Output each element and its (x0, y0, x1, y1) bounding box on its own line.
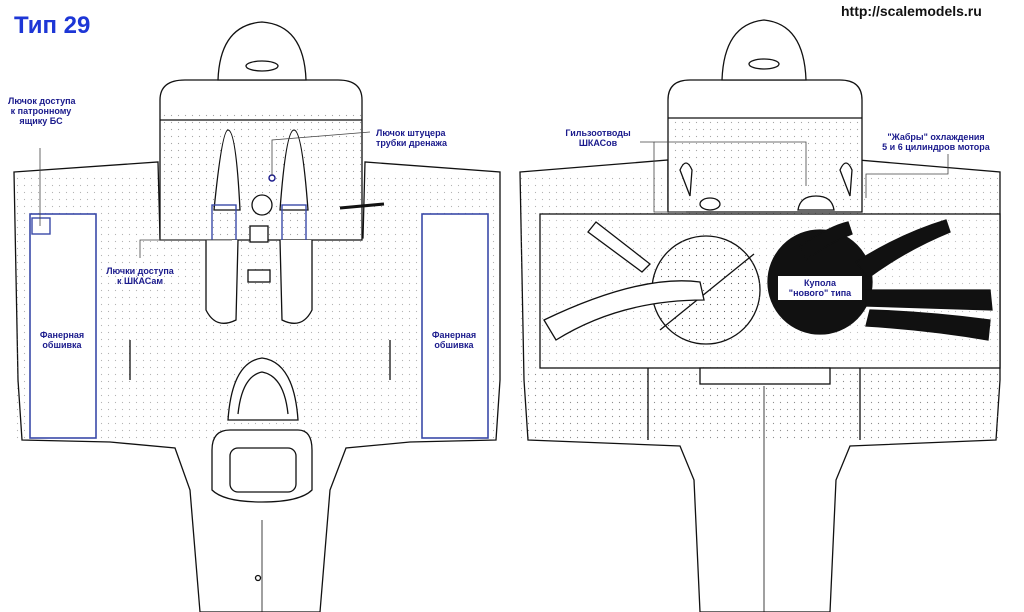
label-plywood-left: Фанерная обшивка (32, 330, 92, 350)
label-line: "нового" типа (788, 288, 852, 298)
left-gun-trough-1 (213, 129, 241, 211)
label-line: 5 и 6 цилиндров мотора (882, 142, 990, 152)
left-airframe-view (13, 21, 501, 612)
label-line: Фанерная (431, 330, 477, 340)
left-gun-trough-2 (279, 129, 309, 211)
right-airframe-view (519, 19, 1001, 612)
plywood-panel-left (29, 213, 97, 439)
page-title: Тип 29 (14, 12, 91, 39)
label-shkas-hatches: Лючки доступа к ШКАСам (96, 266, 184, 286)
right-dome (721, 19, 807, 81)
label-line: трубки дренажа (376, 138, 448, 148)
label-cartridge-hatch: Лючок доступа к патронному ящику БС (8, 96, 76, 126)
label-shell-ejectors: Гильзоотводы ШКАСов (558, 128, 638, 148)
left-dome (217, 21, 307, 81)
cartridge-hatch (31, 217, 51, 235)
left-leaders (39, 131, 371, 258)
label-line: "Жабры" охлаждения (887, 132, 985, 142)
label-line: обшивка (434, 340, 474, 350)
label-line: ящику БС (19, 116, 63, 126)
label-line: Лючок штуцера (376, 128, 446, 138)
watermark: http://scalemodels.ru (838, 3, 985, 19)
right-leaders (640, 141, 949, 213)
label-line: Купола (804, 278, 836, 288)
label-line: к патронному (10, 106, 72, 116)
label-line: ШКАСов (578, 138, 618, 148)
label-line: обшивка (42, 340, 82, 350)
label-new-canopy: Купола "нового" типа (778, 276, 862, 300)
label-line: Гильзоотводы (565, 128, 631, 138)
label-cooling-gills: "Жабры" охлаждения 5 и 6 цилиндров мотор… (868, 132, 1004, 152)
label-line: Фанерная (39, 330, 85, 340)
label-line: Лючки доступа (106, 266, 174, 276)
label-line: Лючок доступа (8, 96, 76, 106)
plywood-panel-right (421, 213, 489, 439)
label-plywood-right: Фанерная обшивка (424, 330, 484, 350)
label-line: к ШКАСам (116, 276, 164, 286)
label-drain-hatch: Лючок штуцера трубки дренажа (376, 128, 447, 148)
left-windscreen (227, 357, 299, 421)
